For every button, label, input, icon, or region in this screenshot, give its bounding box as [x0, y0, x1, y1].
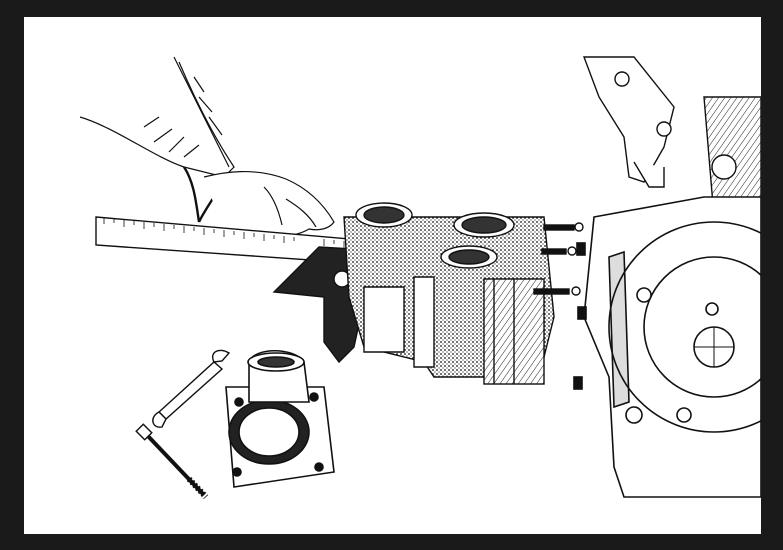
- transmission-housing: [272, 202, 584, 385]
- removed-cover: [225, 350, 335, 488]
- illustration-panel: [24, 17, 761, 534]
- engine-block: [582, 56, 761, 218]
- hand-with-ruler: [79, 56, 335, 237]
- line-drawing: [79, 56, 761, 500]
- open-end-wrench: [152, 349, 231, 428]
- bell-housing: [573, 196, 761, 498]
- long-bolt: [135, 423, 209, 500]
- ruler: [95, 216, 385, 266]
